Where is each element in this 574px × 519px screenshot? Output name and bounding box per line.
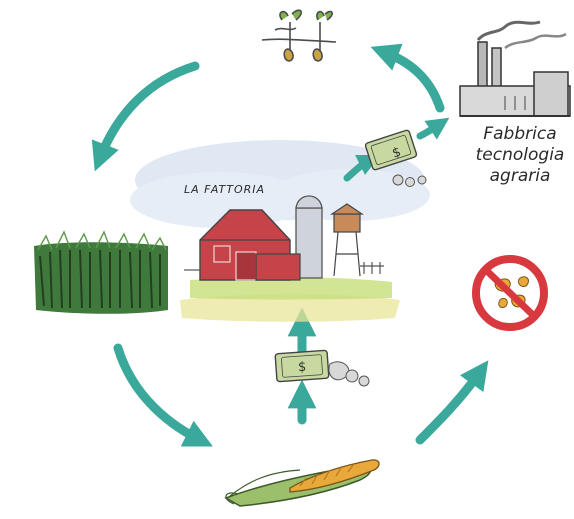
factory-label: Fabbrica tecnologia agraria <box>466 124 574 187</box>
arrow-icon <box>91 61 200 172</box>
arrow-icon <box>370 43 445 113</box>
money-icon <box>274 349 370 387</box>
factory-label-line1: Fabbrica <box>483 124 557 144</box>
arrow-icon <box>415 360 489 445</box>
arrow-icon <box>416 117 450 140</box>
money-icon <box>364 129 427 187</box>
arrow-icon <box>113 343 213 447</box>
crop-field-icon <box>34 230 168 314</box>
seedling-icon <box>261 9 337 62</box>
arrow-icon <box>343 154 381 182</box>
factory-label-line3: agraria <box>489 166 551 186</box>
farm-icon <box>180 195 400 322</box>
cycle-arrows <box>91 43 489 447</box>
corn-icon <box>224 459 380 507</box>
dollar-sign: $ <box>298 360 306 375</box>
no-food-icon <box>472 255 548 331</box>
factory-icon <box>459 20 571 117</box>
factory-label-line2: tecnologia <box>475 145 565 165</box>
farm-label: LA FATTORIA <box>184 183 266 196</box>
